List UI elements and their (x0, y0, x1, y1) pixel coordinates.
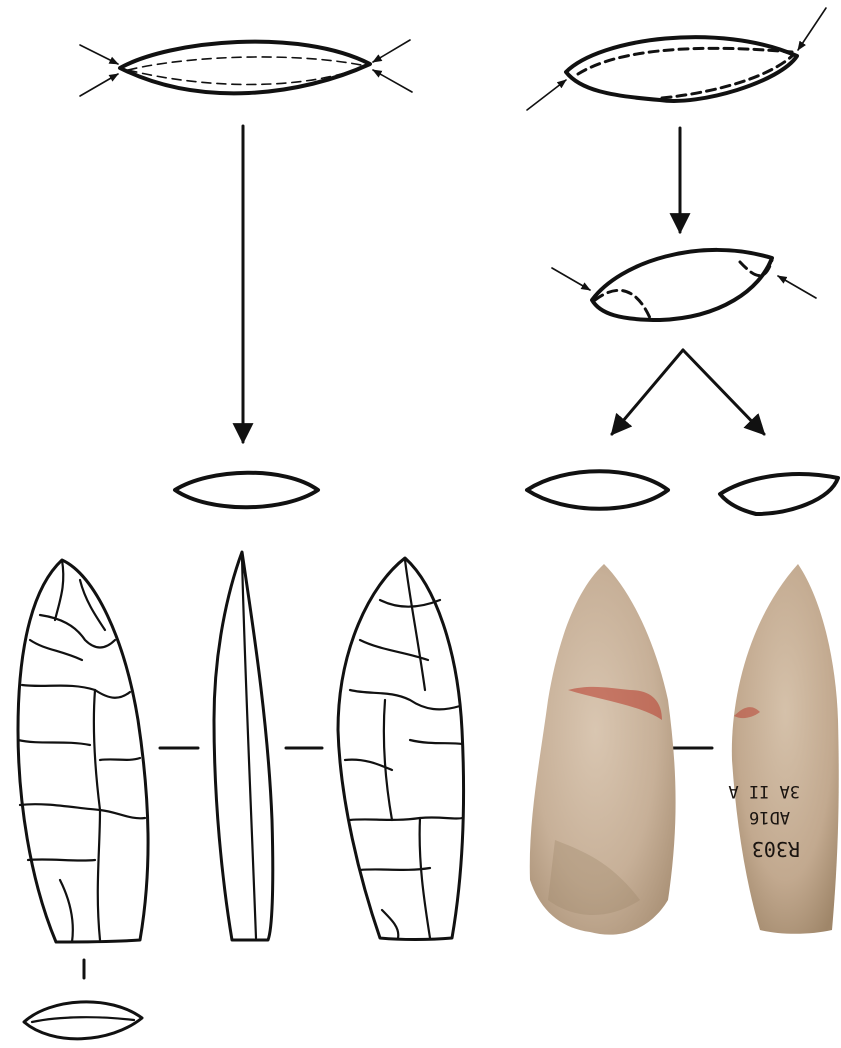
tick-arrow-icon (527, 8, 826, 110)
point-drawing-face-a (18, 560, 148, 942)
artifact-photo-face (530, 564, 676, 935)
lens-cross-section-left (175, 473, 318, 508)
core-top-right (566, 37, 797, 101)
arrow-icon (683, 350, 764, 434)
lens-cross-section-right-b (720, 474, 838, 514)
lens-cross-section-right-a (527, 471, 668, 509)
point-drawing-profile (214, 552, 273, 940)
point-drawing-face-b (338, 558, 464, 940)
preform-intermediate (592, 250, 772, 320)
tick-arrow-icon (552, 268, 816, 298)
lens-cross-section-bottom (24, 960, 142, 1039)
left-sequence (80, 40, 412, 507)
catalog-number-line1: R303 (752, 837, 800, 861)
core-top-left (120, 42, 370, 94)
arrow-icon (612, 350, 683, 434)
catalog-number-line3: 3A II A (728, 781, 800, 801)
right-sequence (527, 8, 838, 514)
catalog-number-line2: AD16 (749, 807, 790, 827)
artifact-photo-reverse: R303 AD16 3A II A (728, 564, 838, 934)
